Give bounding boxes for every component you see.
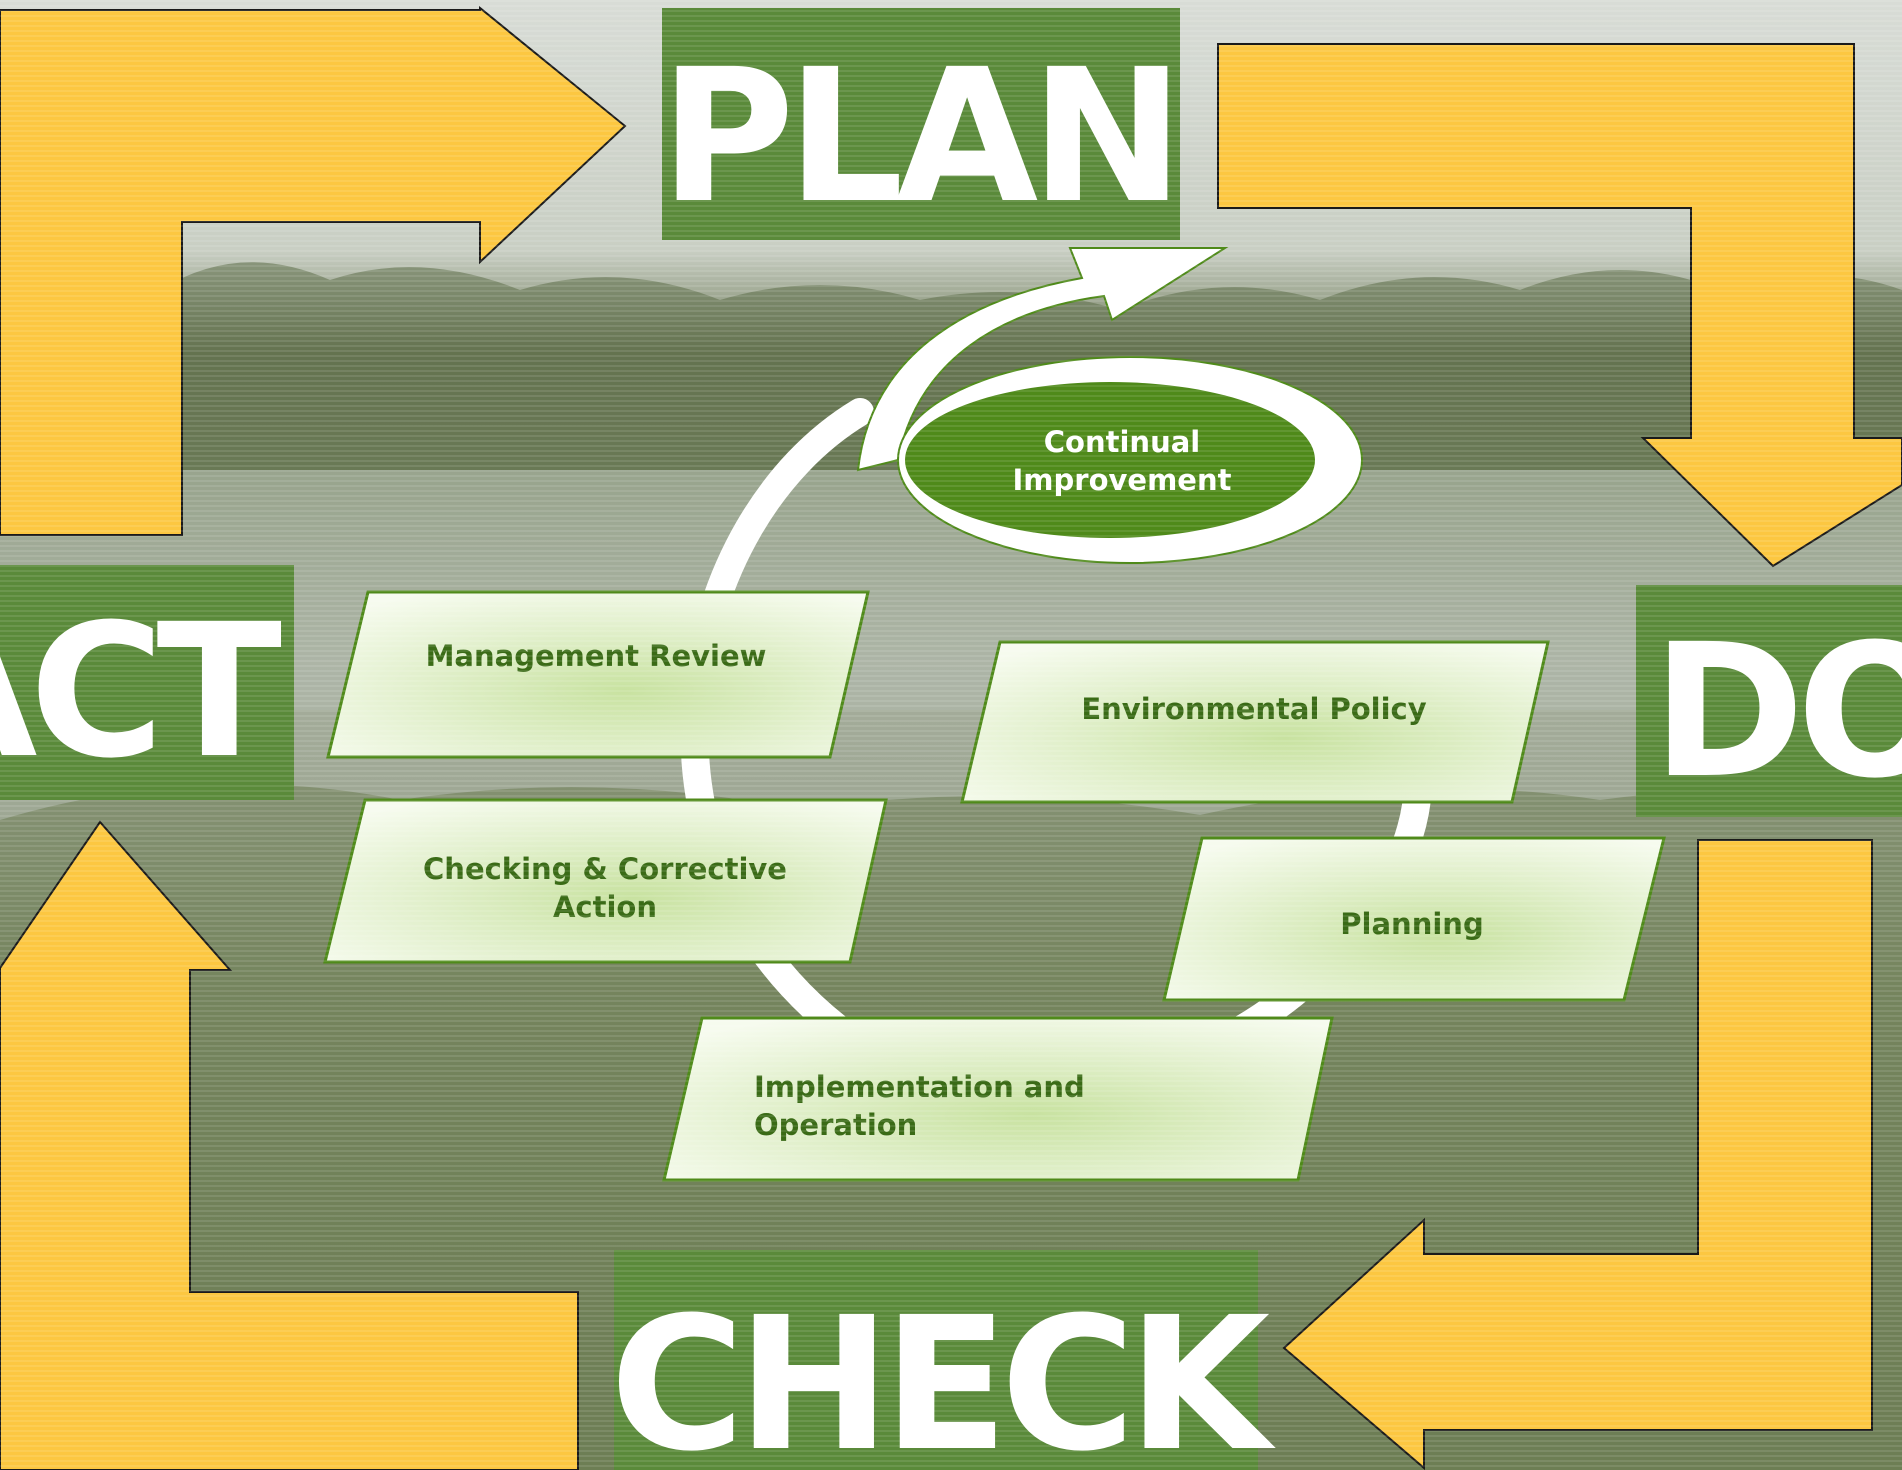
phase-box-check	[614, 1250, 1258, 1470]
phase-label-plan: PLAN	[660, 30, 1177, 244]
continual-improvement-label-2: Improvement	[1013, 463, 1232, 497]
phase-label-check: CHECK	[610, 1278, 1277, 1470]
continual-improvement-ellipse	[905, 382, 1315, 538]
step-label-management-review: Management Review	[426, 639, 767, 673]
arrow-check-to-act	[0, 820, 579, 1470]
step-label-environmental-policy: Environmental Policy	[1081, 692, 1426, 726]
arrow-do-to-check	[1282, 839, 1873, 1470]
arrow-act-to-plan	[0, 5, 627, 536]
step-box-planning	[1162, 836, 1666, 1002]
step-label-implementation-1: Implementation and	[754, 1070, 1085, 1104]
cycle-arrow-head	[856, 247, 1229, 472]
step-box-implementation	[662, 1016, 1334, 1182]
phase-box-do	[1636, 585, 1902, 817]
phase-label-do: DO	[1652, 605, 1902, 819]
step-label-planning: Planning	[1340, 907, 1483, 941]
step-label-checking-1: Checking & Corrective	[423, 852, 787, 886]
step-label-implementation-2: Operation	[754, 1108, 917, 1142]
arrow-plan-to-do	[1217, 43, 1902, 568]
phase-box-act	[0, 565, 294, 800]
step-label-checking-2: Action	[553, 890, 657, 924]
step-box-management-review	[326, 590, 870, 759]
phase-label-act: ACT	[0, 585, 281, 799]
continual-improvement-label-1: Continual	[1044, 425, 1200, 459]
phase-box-plan	[662, 8, 1180, 240]
treeline	[0, 262, 1902, 470]
step-box-environmental-policy	[960, 640, 1550, 804]
step-box-checking	[323, 798, 888, 964]
